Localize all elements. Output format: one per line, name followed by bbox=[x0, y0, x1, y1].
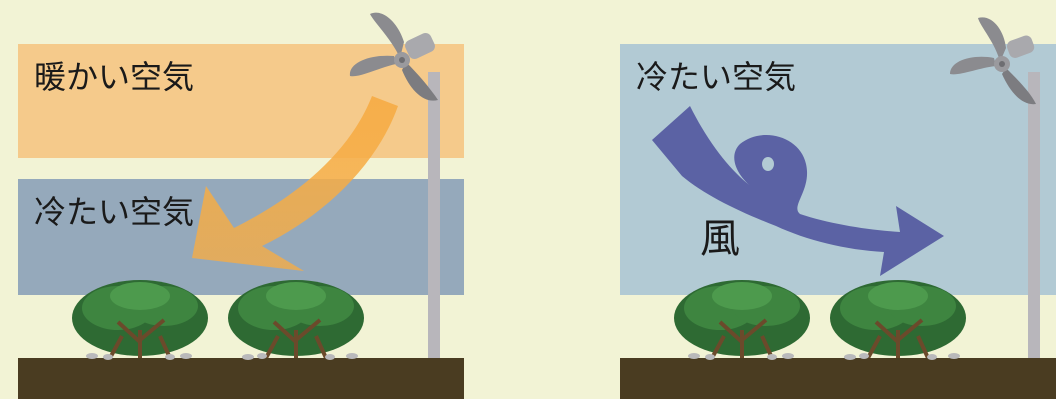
fan-icon-right bbox=[950, 17, 1036, 105]
panel-warm-inversion: 暖かい空気 冷たい空気 bbox=[18, 12, 464, 399]
ground-left bbox=[18, 358, 464, 399]
pebbles-left bbox=[86, 353, 358, 360]
wind-arrow bbox=[652, 106, 944, 276]
warm-air-label: 暖かい空気 bbox=[34, 58, 194, 96]
fan-pole bbox=[428, 72, 440, 360]
pebbles-right bbox=[688, 353, 960, 360]
fan-icon bbox=[349, 12, 438, 101]
warm-air-arrow bbox=[192, 96, 398, 271]
fan-pole-right bbox=[1028, 72, 1040, 360]
cold-air-label: 冷たい空気 bbox=[34, 193, 194, 231]
wind-loop-hole bbox=[762, 157, 774, 171]
panel-wind-mixing: 冷たい空気 風 bbox=[620, 17, 1056, 399]
wind-label: 風 bbox=[700, 216, 740, 262]
bush-right-2 bbox=[830, 280, 966, 359]
ground-right bbox=[620, 358, 1056, 399]
bush-left-1 bbox=[72, 280, 208, 359]
bush-right-1 bbox=[674, 280, 810, 359]
bush-left-2 bbox=[228, 280, 364, 359]
cold-air-label-right: 冷たい空気 bbox=[636, 58, 796, 96]
